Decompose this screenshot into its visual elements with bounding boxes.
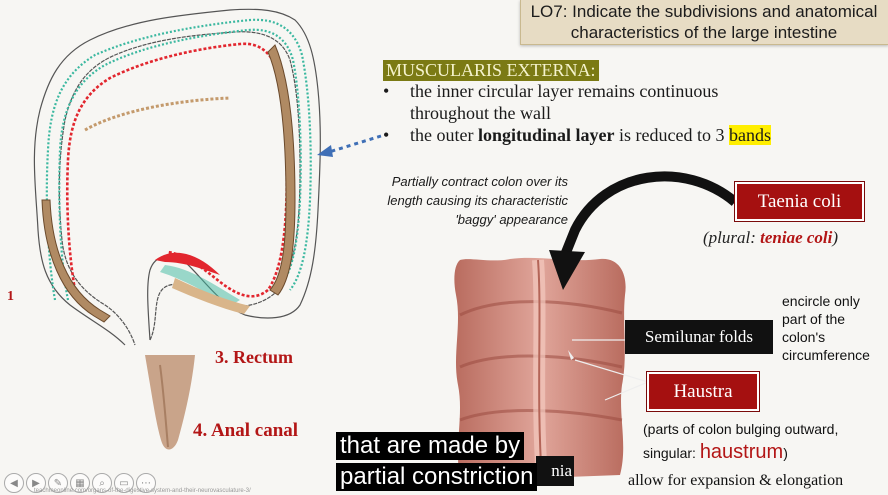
prev-slide-icon[interactable]: ◀ — [4, 473, 24, 493]
haustrum-term: haustrum — [699, 441, 784, 463]
muscularis-title: MUSCULARIS EXTERNA: — [383, 60, 599, 81]
learning-objective-box — [520, 0, 888, 45]
caption-line-2: partial constriction — [336, 463, 538, 491]
taenia-coli-label: Taenia coli — [735, 182, 864, 221]
blue-dashed-arrow — [317, 134, 382, 157]
colon-interior-illustration — [454, 257, 626, 482]
bullet2-bold: longitudinal layer — [477, 125, 615, 145]
bullet2: the outer longitudinal layer is reduced … — [410, 125, 771, 145]
bullet-dot: • — [383, 125, 390, 145]
label-number-one: 1 — [7, 289, 14, 304]
bullet1-line1: the inner circular layer remains continu… — [410, 81, 719, 101]
bullet-dot: • — [383, 81, 390, 101]
learning-objective-text: LO7: Indicate the subdivisions and anato… — [528, 1, 880, 43]
pen-icon[interactable]: ✎ — [48, 473, 68, 493]
anal-canal-illustration — [145, 355, 195, 450]
presentation-toolbar: ◀ ▶ ✎ ▦ ⌕ ▭ ⋯ — [0, 467, 330, 495]
slides-grid-icon[interactable]: ▦ — [70, 473, 90, 493]
lo-prefix: LO7 — [530, 2, 563, 21]
taenia-plural: (plural: teniae coli) — [703, 228, 839, 247]
haustra-label: Haustra — [647, 372, 759, 411]
source-url: teachmeonline.com/organs-of-the-digestiv… — [34, 488, 251, 494]
lo-line2: characteristics of the large intestine — [570, 23, 838, 42]
semilunar-folds-label: Semilunar folds — [625, 320, 773, 354]
black-curved-arrow — [549, 171, 739, 290]
anal-canal-label: 4. Anal canal — [193, 420, 299, 441]
bands-highlight: bands — [728, 125, 771, 145]
muscularis-bullets: • the inner circular layer remains contin… — [383, 80, 771, 146]
haustra-allow: allow for expansion & elongation — [628, 472, 844, 489]
pointer-lines — [568, 339, 649, 401]
plural-term: teniae coli — [760, 228, 833, 247]
rectum-label: 3. Rectum — [215, 347, 293, 367]
video-icon[interactable]: ▭ — [114, 473, 134, 493]
taenia-partial-label: nia — [536, 456, 574, 486]
encircle-note: encircle only part of the colon's circum… — [782, 293, 870, 363]
zoom-icon[interactable]: ⌕ — [92, 473, 112, 493]
caption-line-1: that are made by — [336, 432, 525, 460]
lo-line1: : Indicate the subdivisions and anatomic… — [562, 2, 878, 21]
contraction-note: Partially contract colon over its length… — [387, 174, 568, 227]
bullet1-line2: throughout the wall — [410, 103, 551, 123]
colon-diagram — [33, 8, 321, 346]
next-slide-icon[interactable]: ▶ — [26, 473, 46, 493]
more-options-icon[interactable]: ⋯ — [136, 473, 156, 493]
haustra-description: (parts of colon bulging outward, singula… — [643, 421, 839, 463]
